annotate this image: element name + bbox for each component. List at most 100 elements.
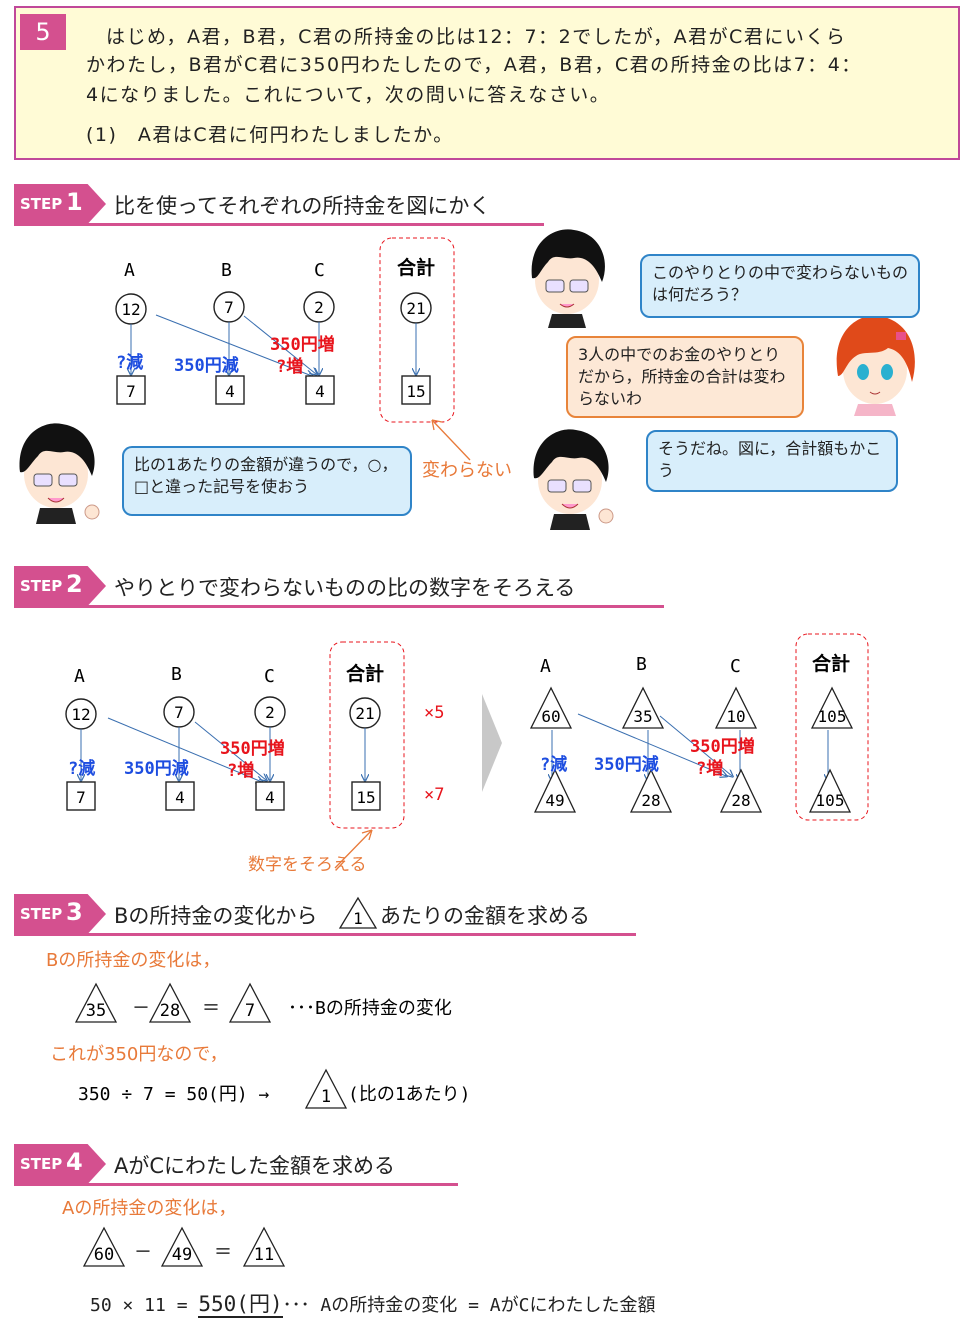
step3-header: STEP 3 Bの所持金の変化から 1 あたりの金額を求める — [14, 894, 638, 936]
step3-title-post: あたりの金額を求める — [380, 904, 590, 928]
s2-name-a: A — [74, 666, 85, 687]
s2-after-b: 4 — [175, 788, 185, 807]
s1-after-c: 4 — [315, 382, 325, 401]
step1-badge-label: STEP — [20, 195, 63, 213]
s1-total-dashed-box — [379, 237, 455, 423]
s2r-name-b: B — [636, 654, 647, 675]
step4-badge-number: 4 — [66, 1148, 83, 1176]
step2-underline — [14, 605, 664, 608]
s3-eq-b: 28 — [160, 1001, 180, 1021]
step4-header: STEP 4 AがCにわたした金額を求める — [14, 1144, 464, 1186]
girl-avatar — [836, 315, 915, 416]
s2-name-b: B — [171, 664, 182, 685]
s1-a-change: ?減 — [116, 352, 143, 373]
step3-intro: Bの所持金の変化は， — [46, 950, 221, 971]
problem-box — [14, 6, 960, 160]
s2r-after-c: 28 — [731, 791, 750, 810]
s3-calc-note: (比の1あたり) — [348, 1084, 471, 1105]
s1-box-b — [215, 375, 245, 405]
step3-title-pre: Bの所持金の変化から — [114, 904, 318, 928]
s2r-before-a: 60 — [541, 707, 560, 726]
problem-question: (1) A君はC君に何円わたしましたか。 — [86, 124, 454, 146]
s3-eq-eq: ＝ — [202, 998, 220, 1019]
s2-name-total: 合計 — [346, 662, 384, 685]
step4-badge-label: STEP — [20, 1155, 63, 1173]
s2r-name-c: C — [730, 656, 741, 677]
s4-calc: 50 × 11 = — [90, 1295, 199, 1316]
s2r-b-change: 350円減 — [594, 754, 659, 775]
s2r-before-c: 10 — [726, 707, 745, 726]
s2-after-c: 4 — [265, 788, 275, 807]
step4-badge: STEP 4 — [14, 1144, 106, 1184]
bubble-draw-total: そうだね。図に，合計額もかこう — [646, 430, 898, 492]
next-arrow — [482, 694, 502, 792]
s2-mult-top: ×5 — [424, 703, 444, 723]
s3-eq-c: 7 — [245, 1001, 255, 1021]
s2r-c-change-q: ?増 — [696, 758, 723, 779]
s2r-c-change-350: 350円増 — [690, 736, 755, 757]
s4-eq-minus: － — [134, 1242, 152, 1263]
step2-left-diagram: A B C 合計 12 7 2 21 7 4 4 15 ?減 350円減 ?増 … — [65, 641, 444, 869]
s2-after-total: 15 — [356, 788, 375, 807]
s4-eq-c: 11 — [254, 1245, 274, 1265]
bubble-different-symbols: 比の1あたりの金額が違うので，○，□と違った記号を使おう — [122, 446, 412, 516]
step4-title: AがCにわたした金額を求める — [114, 1154, 396, 1178]
s1-before-total: 21 — [406, 299, 425, 318]
s1-after-b: 4 — [225, 382, 235, 401]
problem-line-2: かわたし，B君がC君に350円わたしたので，A君，B君，C君の所持金の比は7：4… — [86, 54, 862, 76]
s2-c-change-q: ?増 — [227, 760, 254, 781]
step3-calc: 350 ÷ 7 = 50(円) → 1 (比の1あたり) — [78, 1068, 471, 1109]
s3-eq-a: 35 — [86, 1001, 106, 1021]
step1-badge: STEP 1 — [14, 184, 106, 224]
step2-badge: STEP 2 — [14, 566, 106, 606]
bubble-total-unchanged: 3人の中でのお金のやりとりだから，所持金の合計は変わらないわ — [566, 336, 804, 418]
s2r-total-dashed-box — [795, 633, 869, 821]
step3-equation: 35 － 28 ＝ 7 ･･･Bの所持金の変化 — [74, 982, 452, 1023]
s4-eq-b: 49 — [172, 1245, 192, 1265]
s1-note-arrow — [431, 419, 471, 461]
s2-after-a: 7 — [76, 788, 86, 807]
step2-header: STEP 2 やりとりで変わらないものの比の数字をそろえる — [14, 566, 674, 608]
s2-before-a: 12 — [71, 705, 90, 724]
step3-badge-number: 3 — [66, 898, 83, 926]
step1-header: STEP 1 比を使ってそれぞれの所持金を図にかく — [14, 184, 554, 226]
s1-before-c: 2 — [314, 298, 324, 317]
boy-avatar-1 — [531, 229, 605, 328]
s2-total-dashed-box — [329, 641, 405, 829]
step3-underline — [14, 933, 636, 936]
s1-c-change-350: 350円増 — [270, 334, 335, 355]
step4-equation: 60 － 49 ＝ 11 — [82, 1226, 286, 1267]
s2r-name-total: 合計 — [812, 652, 850, 675]
s1-b-change: 350円減 — [174, 355, 239, 376]
step3-title-tri-num: 1 — [353, 909, 363, 928]
s1-box-a — [116, 375, 146, 405]
s4-eq-eq: ＝ — [214, 1242, 232, 1263]
step1-diagram: A B C 合計 12 7 2 21 7 4 4 15 ?減 350円減 ?増 … — [115, 237, 455, 423]
s1-name-total: 合計 — [397, 256, 435, 279]
s2-a-change: ?減 — [68, 758, 95, 779]
s2r-before-b: 35 — [633, 707, 652, 726]
s2-c-change-350: 350円増 — [220, 738, 285, 759]
step3-line2: これが350円なので， — [50, 1044, 228, 1065]
s2r-before-total: 105 — [818, 707, 847, 726]
s3-eq-minus: － — [132, 998, 150, 1019]
s1-before-b: 7 — [224, 298, 234, 317]
s3-eq-note: ･･･Bの所持金の変化 — [288, 998, 452, 1019]
bubble-what-unchanged: このやりとりの中で変わらないものは何だろう？ — [640, 254, 920, 318]
s2-before-c: 2 — [265, 703, 275, 722]
step3-badge: STEP 3 — [14, 894, 106, 934]
s4-answer: 550(円) — [198, 1292, 283, 1318]
step4-intro: Aの所持金の変化は， — [62, 1198, 237, 1219]
step1-underline — [14, 223, 544, 226]
s2-b-change: 350円減 — [124, 758, 189, 779]
step2-title: やりとりで変わらないものの比の数字をそろえる — [114, 576, 576, 600]
step2-right-diagram: A B C 合計 60 35 10 105 49 28 28 105 ?減 35… — [529, 633, 869, 821]
step4-underline — [14, 1183, 458, 1186]
s1-after-a: 7 — [126, 382, 136, 401]
s2r-a-change: ?減 — [540, 754, 567, 775]
step2-badge-label: STEP — [20, 577, 63, 595]
s1-before-a: 12 — [121, 300, 140, 319]
s1-c-change-q: ?増 — [276, 356, 303, 377]
boy-avatar-2 — [19, 423, 100, 524]
step3-title-triangle: 1 — [338, 896, 378, 929]
